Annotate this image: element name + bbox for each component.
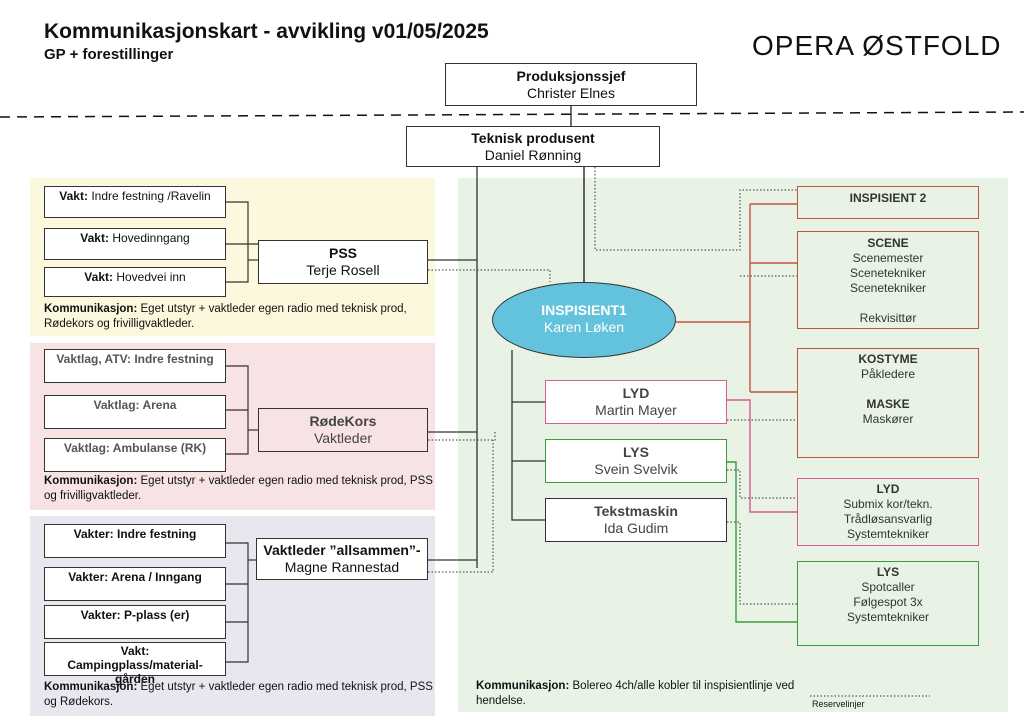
post-text: Vakter: Arena / Inngang — [68, 570, 202, 584]
rodekors-lead-box: RødeKors Vaktleder — [258, 408, 428, 452]
kostyme-item: Påkledere — [860, 367, 916, 381]
maske-item: Maskører — [862, 412, 914, 426]
comm-text: Eget utstyr + vaktleder egen radio med t… — [44, 681, 433, 708]
pss-lead-box: PSS Terje Rosell — [258, 240, 428, 284]
pss-post-3: Vakt: Hovedvei inn — [44, 267, 226, 297]
comm-label: Kommunikasjon: — [44, 475, 138, 487]
post-text: Vakter: P-plass (er) — [80, 608, 190, 622]
reservelinjer-legend: Reservelinjer — [812, 699, 865, 709]
teknisk-produsent-name: Daniel Rønning — [484, 147, 582, 163]
comm-label: Kommunikasjon: — [44, 303, 138, 315]
tekstmaskin-box: Tekstmaskin Ida Gudim — [545, 498, 727, 542]
teknisk-produsent-role: Teknisk produsent — [471, 130, 595, 146]
kostyme-maske-box: KOSTYME Påkledere MASKE Maskører — [797, 348, 979, 458]
inspisient1-role: INSPISIENT1 — [541, 302, 627, 318]
tekstmaskin-name: Ida Gudim — [603, 520, 669, 536]
post-text: Hovedinngang — [112, 231, 190, 245]
lyd-team-item: Trådløsansvarlig — [843, 512, 933, 526]
inspisient1-name: Karen Løken — [543, 319, 625, 335]
lyd-center-role: LYD — [622, 385, 650, 401]
vakt-post-2: Vakter: Arena / Inngang — [44, 567, 226, 601]
pss-communication: Kommunikasjon: Eget utstyr + vaktleder e… — [44, 302, 434, 332]
lys-center-role: LYS — [623, 444, 649, 460]
lyd-team-box: LYD Submix kor/tekn. Trådløsansvarlig Sy… — [797, 478, 979, 546]
scene-title: SCENE — [867, 236, 909, 250]
rk-communication: Kommunikasjon: Eget utstyr + vaktleder e… — [44, 474, 434, 504]
lyd-team-title: LYD — [876, 482, 900, 496]
post-label: Vakt: — [80, 231, 109, 245]
lys-team-title: LYS — [876, 565, 900, 579]
post-text: Hovedvei inn — [116, 270, 186, 284]
lys-team-box: LYS Spotcaller Følgespot 3x Systemteknik… — [797, 561, 979, 646]
page-title: Kommunikasjonskart - avvikling v01/05/20… — [44, 20, 489, 43]
lyd-center-name: Martin Mayer — [595, 402, 677, 418]
tekstmaskin-role: Tekstmaskin — [594, 503, 678, 519]
post-text: Vakt: Campingplass/material-gården — [67, 644, 203, 686]
comm-text: Eget utstyr + vaktleder egen radio med t… — [44, 475, 433, 502]
opera-ostfold-logo: OPERA ØSTFOLD — [752, 30, 1002, 61]
lyd-team-item: Systemtekniker — [846, 527, 930, 541]
scene-item: Rekvisittør — [859, 311, 917, 325]
scene-box: SCENE Scenemester Scenetekniker Scenetek… — [797, 231, 979, 329]
scene-item: Scenemester — [852, 251, 924, 265]
rk-post-1: Vaktlag, ATV: Indre festning — [44, 349, 226, 383]
post-text: Vaktlag: Arena — [93, 398, 177, 412]
vaktleder-lead-name: Magne Rannestad — [284, 559, 400, 575]
inspisient1-node: INSPISIENT1 Karen Løken — [492, 282, 676, 358]
page-subtitle: GP + forestillinger — [44, 46, 174, 63]
post-text: Vaktlag: Ambulanse (RK) — [63, 441, 207, 455]
scene-item: Scenetekniker — [849, 281, 927, 295]
rk-post-2: Vaktlag: Arena — [44, 395, 226, 429]
vakt-communication: Kommunikasjon: Eget utstyr + vaktleder e… — [44, 680, 434, 710]
comm-text: Eget utstyr + vaktleder egen radio med t… — [44, 303, 407, 330]
comm-label: Kommunikasjon: — [476, 680, 570, 692]
post-label: Vakt: — [84, 270, 113, 284]
comm-label: Kommunikasjon: — [44, 681, 138, 693]
vaktleder-lead-box: Vaktleder ”allsammen”- Magne Rannestad — [256, 538, 428, 580]
inspisient2-title: INSPISIENT 2 — [849, 191, 927, 205]
vakt-post-3: Vakter: P-plass (er) — [44, 605, 226, 639]
pss-lead-role: PSS — [328, 245, 357, 261]
produksjonssjef-name: Christer Elnes — [527, 85, 615, 101]
lyd-team-item: Submix kor/tekn. — [843, 497, 933, 511]
rk-post-3: Vaktlag: Ambulanse (RK) — [44, 438, 226, 472]
rodekors-lead-name: Vaktleder — [313, 430, 373, 446]
post-text: Vaktlag, ATV: Indre festning — [56, 352, 214, 366]
comm-text: Bolereo 4ch/alle kobler til inspisientli… — [476, 680, 795, 707]
lys-team-item: Følgespot 3x — [853, 595, 923, 609]
scene-item: Scenetekniker — [849, 266, 927, 280]
lys-team-item: Spotcaller — [861, 580, 915, 594]
pss-lead-name: Terje Rosell — [306, 262, 380, 278]
lys-center-name: Svein Svelvik — [594, 461, 678, 477]
vakt-post-1: Vakter: Indre festning — [44, 524, 226, 558]
pss-post-1: Vakt: Indre festning /Ravelin — [44, 186, 226, 218]
lys-center-box: LYS Svein Svelvik — [545, 439, 727, 483]
maske-title: MASKE — [866, 397, 910, 411]
kostyme-title: KOSTYME — [858, 352, 918, 366]
teknisk-communication: Kommunikasjon: Bolereo 4ch/alle kobler t… — [476, 679, 806, 709]
produksjonssjef-role: Produksjonssjef — [516, 68, 626, 84]
teknisk-produsent-box: Teknisk produsent Daniel Rønning — [406, 126, 660, 167]
pss-post-2: Vakt: Hovedinngang — [44, 228, 226, 260]
vaktleder-lead-role: Vaktleder ”allsammen”- — [263, 542, 421, 558]
lys-team-item: Systemtekniker — [846, 610, 930, 624]
produksjonssjef-box: Produksjonssjef Christer Elnes — [445, 63, 697, 106]
post-text: Vakter: Indre festning — [73, 527, 197, 541]
lyd-center-box: LYD Martin Mayer — [545, 380, 727, 424]
rodekors-lead-role: RødeKors — [309, 413, 377, 429]
inspisient2-box: INSPISIENT 2 — [797, 186, 979, 219]
vakt-post-4: Vakt: Campingplass/material-gården — [44, 642, 226, 686]
post-label: Vakt: — [59, 189, 88, 203]
post-text: Indre festning /Ravelin — [91, 189, 211, 203]
